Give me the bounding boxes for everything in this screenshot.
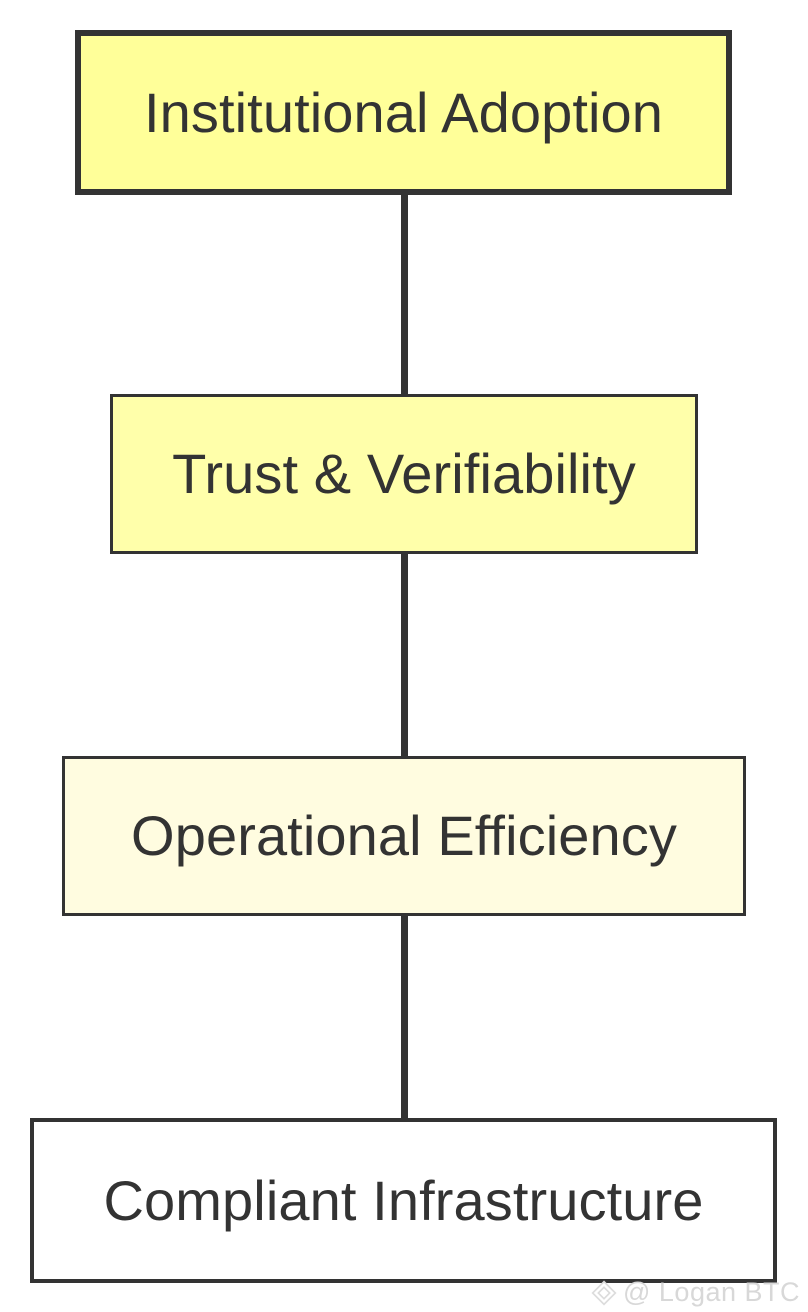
edge-operational-efficiency-to-compliant-infrastructure <box>401 910 408 1122</box>
node-trust-verifiability-label: Trust & Verifiability <box>172 442 636 505</box>
diamond-logo-icon <box>591 1279 617 1306</box>
watermark-text: @ Logan BTC <box>623 1277 800 1307</box>
node-institutional-adoption[interactable]: Institutional Adoption <box>75 30 732 195</box>
node-operational-efficiency[interactable]: Operational Efficiency <box>62 756 746 916</box>
edge-trust-verifiability-to-operational-efficiency <box>401 548 408 760</box>
node-institutional-adoption-label: Institutional Adoption <box>143 80 664 144</box>
watermark: @ Logan BTC <box>591 1279 800 1306</box>
node-operational-efficiency-label: Operational Efficiency <box>131 804 677 867</box>
edge-institutional-adoption-to-trust-verifiability <box>401 190 408 402</box>
node-trust-verifiability[interactable]: Trust & Verifiability <box>110 394 698 554</box>
node-compliant-infrastructure-label: Compliant Infrastructure <box>103 1168 704 1232</box>
node-compliant-infrastructure[interactable]: Compliant Infrastructure <box>30 1118 777 1283</box>
